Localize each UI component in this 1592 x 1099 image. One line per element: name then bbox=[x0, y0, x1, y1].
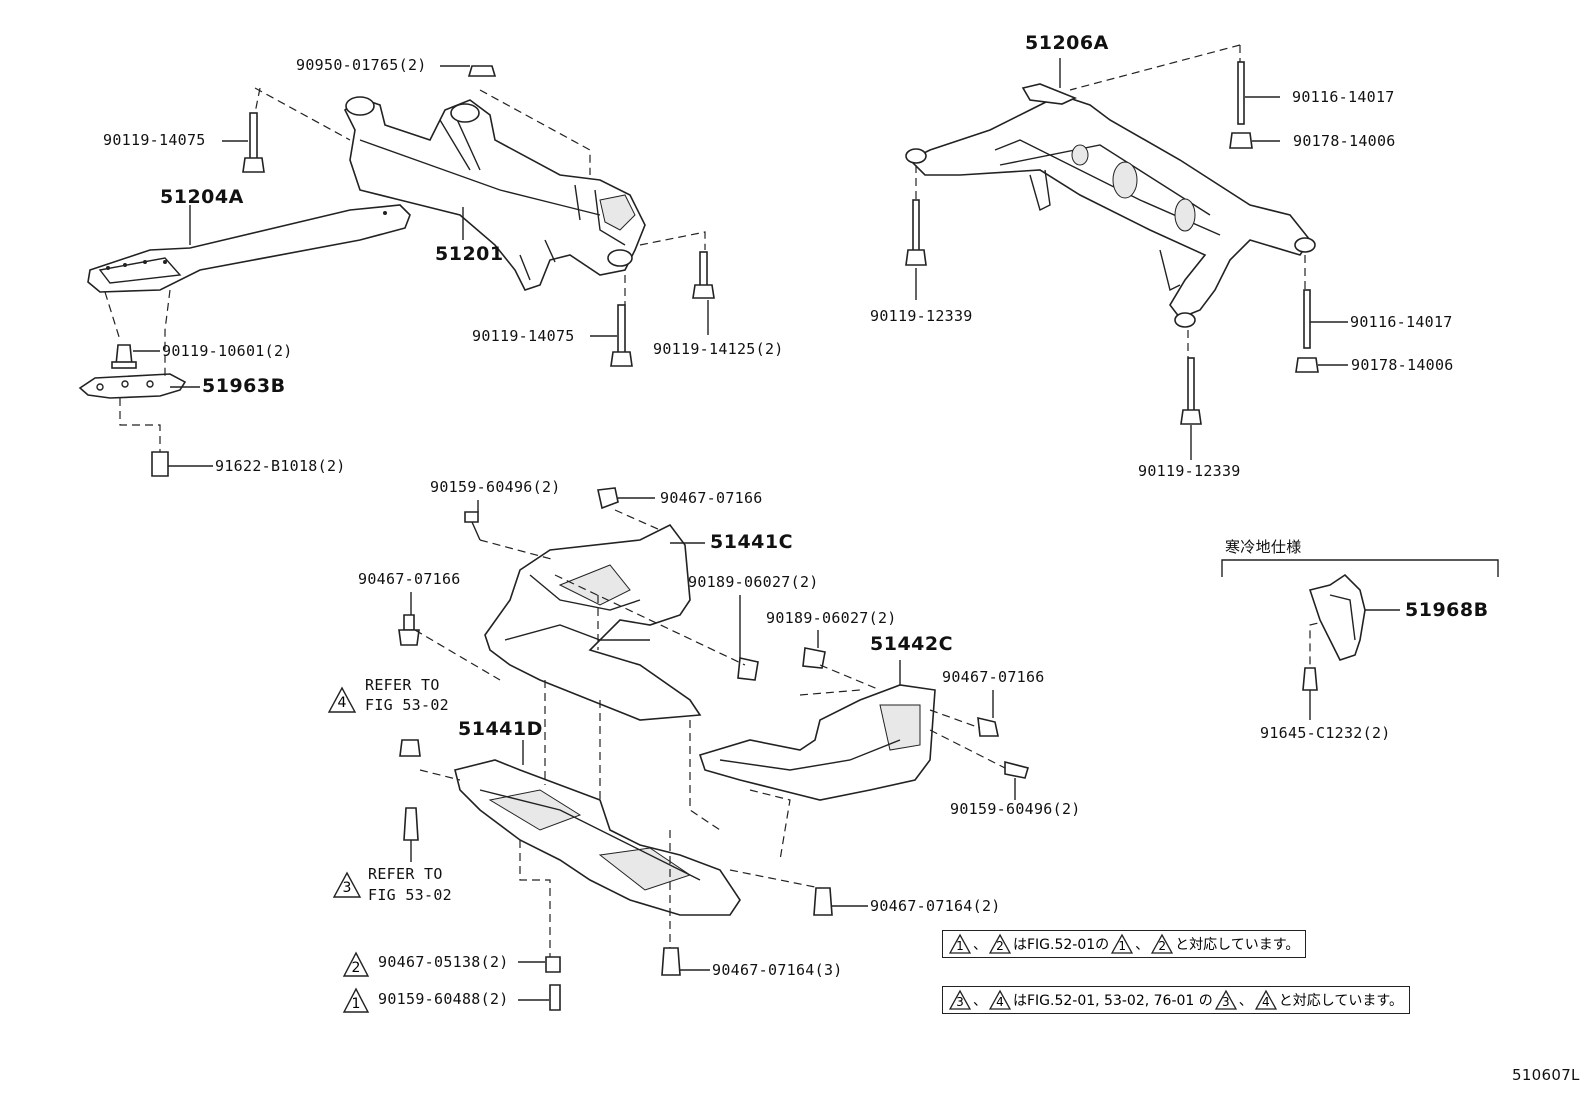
label-90467-07166-right: 90467-07166 bbox=[942, 668, 1045, 686]
label-90467-07164-3: 90467-07164(3) bbox=[712, 961, 843, 979]
note-triangle-3-icon: 3 bbox=[949, 990, 971, 1010]
label-90119-14075-lower: 90119-14075 bbox=[472, 327, 575, 345]
label-91645-C1232: 91645-C1232(2) bbox=[1260, 724, 1391, 742]
label-90116-14017-top: 90116-14017 bbox=[1292, 88, 1395, 106]
note2-separator-2: 、 bbox=[1238, 993, 1253, 1009]
label-90116-14017-bottom: 90116-14017 bbox=[1350, 313, 1453, 331]
cover-fasteners bbox=[398, 487, 1318, 1011]
label-90119-14125: 90119-14125(2) bbox=[653, 340, 784, 358]
note2-separator: 、 bbox=[973, 993, 987, 1009]
note-fig-52-53-76: 3 、 4 はFIG.52-01, 53-02, 76-01 の 3 、 4 と… bbox=[942, 986, 1410, 1014]
label-51201: 51201 bbox=[435, 243, 504, 265]
label-90189-06027-b: 90189-06027(2) bbox=[766, 609, 897, 627]
rear-dashed-guides bbox=[915, 44, 1306, 358]
note-triangle-3b-icon: 3 bbox=[1214, 990, 1237, 1010]
label-fig-53-02-a: FIG 53-02 bbox=[365, 696, 449, 714]
label-cold-region-spec: 寒冷地仕様 bbox=[1225, 538, 1302, 556]
label-51963B: 51963B bbox=[202, 375, 286, 397]
leader-lines bbox=[133, 58, 1400, 1001]
callout-triangle-4: 4 bbox=[337, 695, 347, 711]
note-triangle-1b-icon: 1 bbox=[1111, 934, 1134, 954]
label-51441C: 51441C bbox=[710, 531, 794, 553]
note-triangle-2b-icon: 2 bbox=[1151, 934, 1174, 954]
note-triangle-2-icon: 2 bbox=[989, 934, 1011, 954]
note-triangle-1-icon: 1 bbox=[949, 934, 971, 954]
label-51204A: 51204A bbox=[160, 186, 244, 208]
label-90467-07164-2: 90467-07164(2) bbox=[870, 897, 1001, 915]
label-90119-12339-bottom: 90119-12339 bbox=[1138, 462, 1241, 480]
note2-suffix: と対応しています。 bbox=[1278, 993, 1403, 1009]
cover-51441C bbox=[484, 523, 702, 721]
note1-separator-2: 、 bbox=[1135, 937, 1150, 953]
label-90119-12339-left: 90119-12339 bbox=[870, 307, 973, 325]
label-refer-to-b: REFER TO bbox=[368, 865, 443, 883]
note1-text: はFIG.52-01の bbox=[1013, 937, 1110, 953]
label-91622-B1018: 91622-B1018(2) bbox=[215, 457, 346, 475]
note-fig-52-01: 1 、 2 はFIG.52-01の 1 、 2 と対応しています。 bbox=[942, 930, 1307, 958]
callout-triangle-3: 3 bbox=[342, 880, 352, 896]
label-fig-53-02-b: FIG 53-02 bbox=[368, 886, 452, 904]
label-51441D: 51441D bbox=[458, 718, 543, 740]
label-51206A: 51206A bbox=[1025, 32, 1109, 54]
callout-triangle-2: 2 bbox=[351, 960, 361, 976]
label-51968B: 51968B bbox=[1405, 599, 1489, 621]
label-90159-60496-top: 90159-60496(2) bbox=[430, 478, 561, 496]
rear-crossmember-51206A bbox=[905, 83, 1316, 328]
cover-51442C bbox=[698, 684, 936, 801]
note2-text: はFIG.52-01, 53-02, 76-01 の bbox=[1013, 993, 1213, 1009]
label-90119-10601: 90119-10601(2) bbox=[162, 342, 293, 360]
callout-triangles bbox=[327, 686, 370, 1013]
front-crossmember-51201 bbox=[343, 96, 646, 291]
diagram-id: 510607L bbox=[1512, 1066, 1580, 1084]
label-90178-14006-bottom: 90178-14006 bbox=[1351, 356, 1454, 374]
label-refer-to-a: REFER TO bbox=[365, 676, 440, 694]
label-90159-60496-bottom: 90159-60496(2) bbox=[950, 800, 1081, 818]
label-90178-14006-top: 90178-14006 bbox=[1293, 132, 1396, 150]
callout-triangle-1: 1 bbox=[351, 996, 361, 1012]
label-51442C: 51442C bbox=[870, 633, 954, 655]
bracket-51968B bbox=[1221, 559, 1499, 661]
note-triangle-4-icon: 4 bbox=[989, 990, 1011, 1010]
label-90159-60488: 90159-60488(2) bbox=[378, 990, 509, 1008]
cover-dashed-guides bbox=[414, 509, 1331, 957]
plate-51963B bbox=[78, 373, 187, 399]
front-dashed-guides bbox=[104, 87, 706, 452]
note1-suffix: と対応しています。 bbox=[1175, 937, 1300, 953]
label-90467-05138: 90467-05138(2) bbox=[378, 953, 509, 971]
label-90467-07166-top: 90467-07166 bbox=[660, 489, 763, 507]
label-90189-06027-a: 90189-06027(2) bbox=[688, 573, 819, 591]
label-90119-14075-front: 90119-14075 bbox=[103, 131, 206, 149]
note1-separator: 、 bbox=[973, 937, 987, 953]
label-90950-01765: 90950-01765(2) bbox=[296, 56, 427, 74]
front-bolts bbox=[111, 65, 715, 477]
cover-51441D bbox=[454, 759, 741, 916]
rear-bolts bbox=[905, 61, 1319, 425]
brace-51204A bbox=[87, 204, 411, 293]
label-90467-07166-left: 90467-07166 bbox=[358, 570, 461, 588]
note-triangle-4b-icon: 4 bbox=[1254, 990, 1277, 1010]
